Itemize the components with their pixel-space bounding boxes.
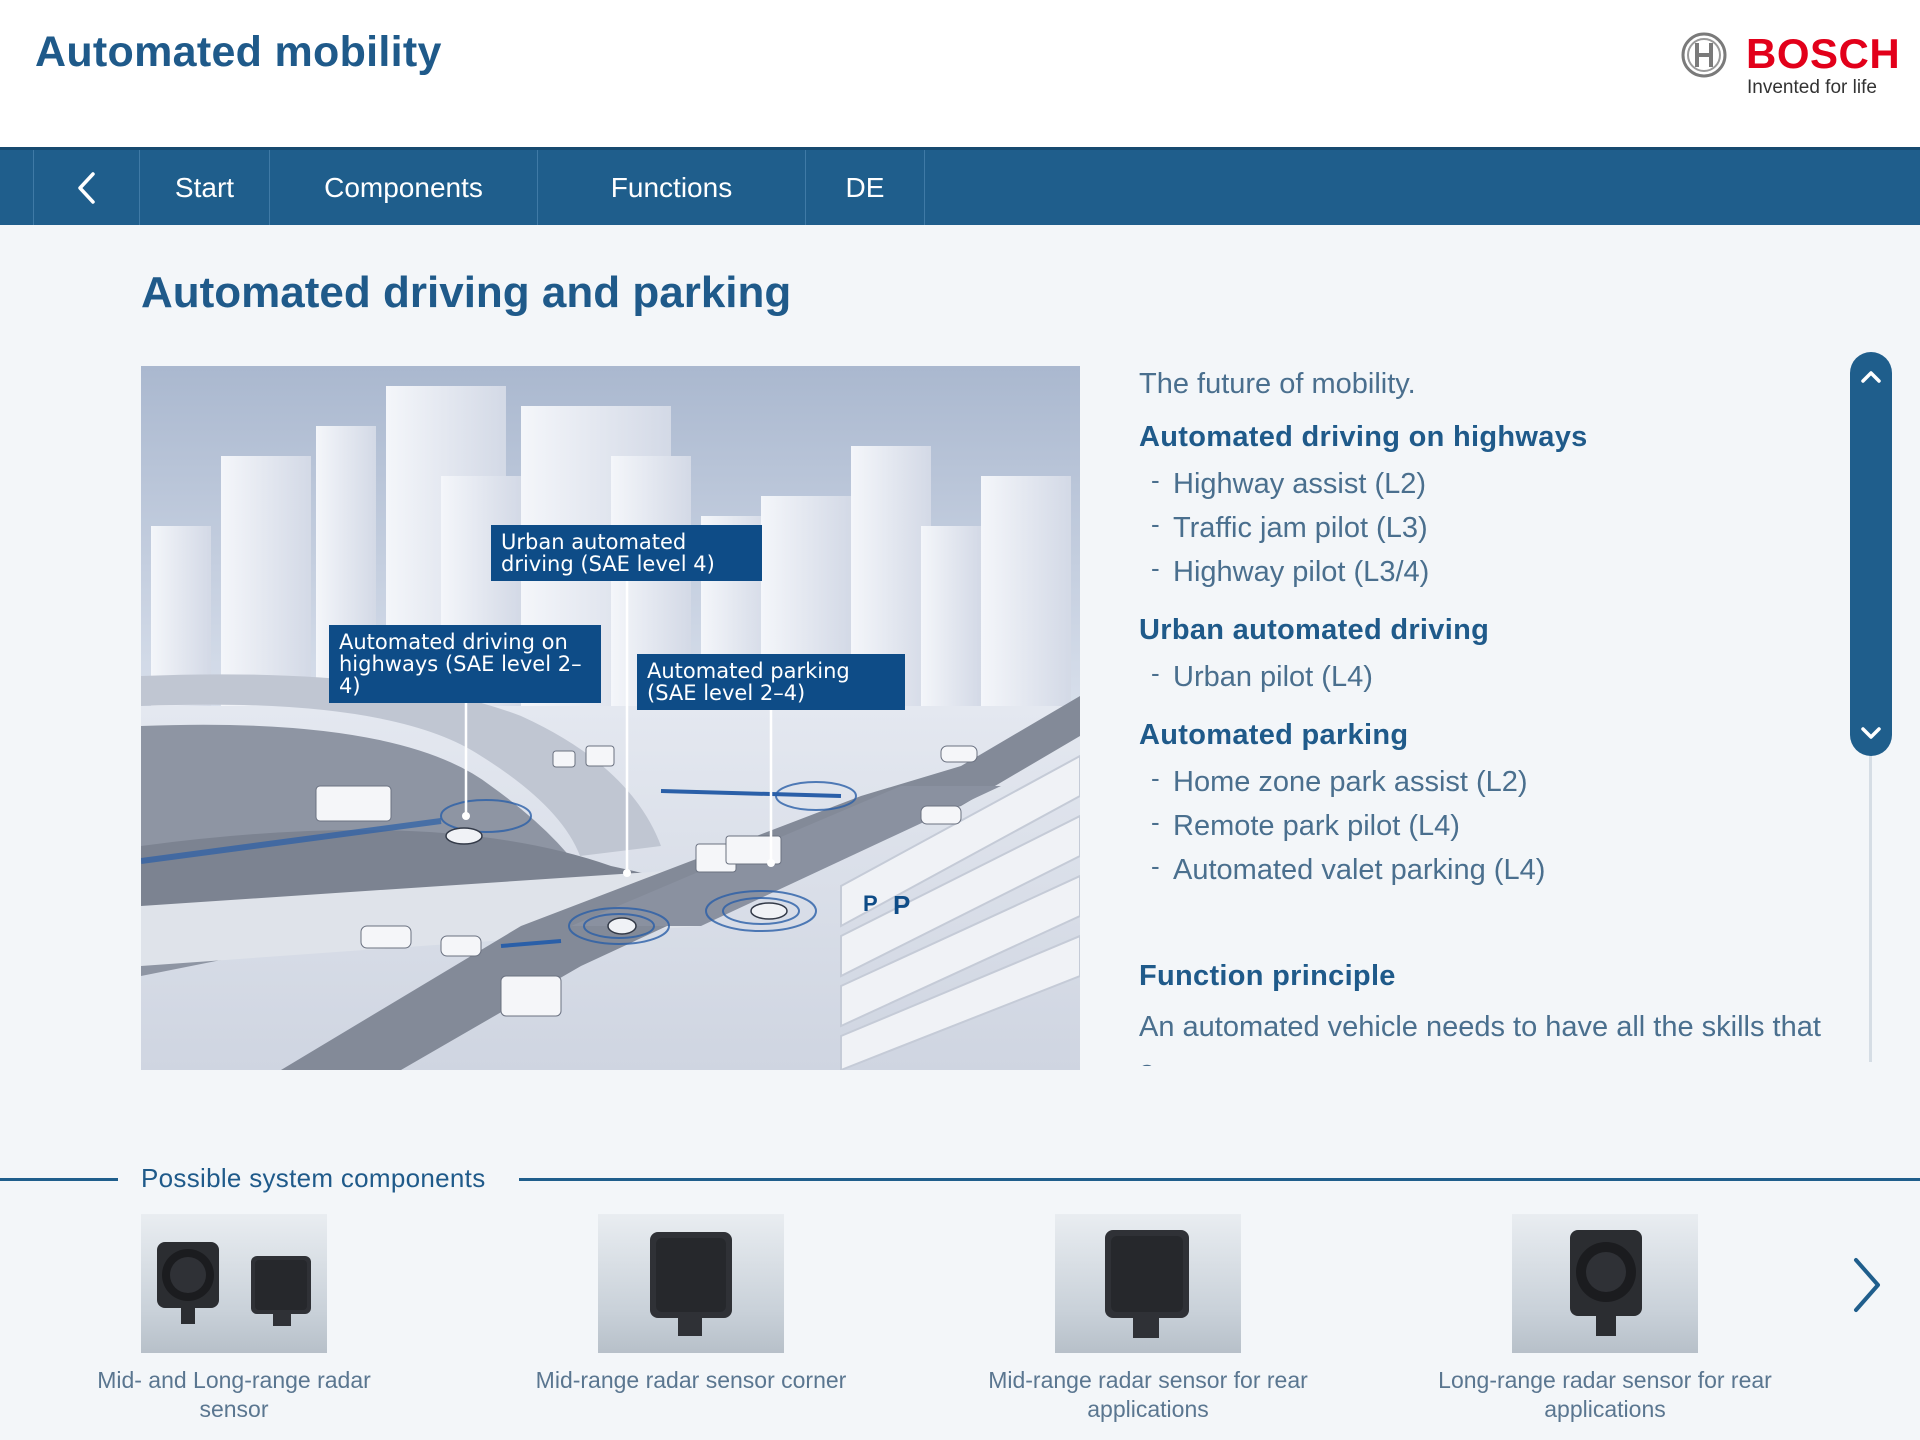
scroll-down-button[interactable] — [1850, 712, 1892, 754]
list-item: Urban pilot (L4) — [1139, 651, 1839, 699]
chevron-up-icon — [1861, 371, 1881, 383]
section-heading-urban: Urban automated driving — [1139, 614, 1490, 646]
automated-mobility-illustration: P P Urban automated driving (SAE level 4… — [141, 366, 1080, 1070]
callout-text: Automated parking (SAE level 2–4) — [647, 659, 850, 705]
callout-automated-parking: Automated parking (SAE level 2–4) — [637, 654, 905, 710]
callout-urban-driving: Urban automated driving (SAE level 4) — [491, 525, 762, 581]
bosch-armature-icon — [1681, 32, 1727, 78]
component-card[interactable]: Mid-range radar sensor for rear applicat… — [978, 1214, 1318, 1434]
component-label: Long-range radar sensor for rear applica… — [1438, 1367, 1772, 1422]
component-image — [1055, 1214, 1241, 1353]
brand-tagline: Invented for life — [1747, 77, 1877, 98]
callout-highway-driving: Automated driving on highways (SAE level… — [329, 625, 601, 703]
callout-text: Urban automated driving (SAE level 4) — [501, 530, 715, 576]
back-button[interactable] — [33, 150, 139, 225]
component-image — [141, 1214, 327, 1353]
nav-functions[interactable]: Functions — [537, 150, 805, 225]
component-card[interactable]: Mid- and Long-range radar sensor — [64, 1214, 404, 1434]
list-item: Automated valet parking (L4) — [1139, 844, 1839, 892]
scroll-thumb[interactable] — [1850, 352, 1892, 756]
app-title: Automated mobility — [35, 28, 442, 76]
component-card[interactable]: Long-range radar sensor for rear applica… — [1435, 1214, 1775, 1434]
parking-sign-label: P — [893, 890, 910, 920]
component-label: Mid- and Long-range radar sensor — [97, 1367, 371, 1422]
component-label: Mid-range radar sensor for rear applicat… — [988, 1367, 1308, 1422]
section-divider — [519, 1178, 1920, 1181]
nav-start[interactable]: Start — [139, 150, 269, 225]
app-header: Automated mobility BOSCH Invented for li… — [0, 0, 1920, 147]
nav-components[interactable]: Components — [269, 150, 537, 225]
chevron-left-icon — [77, 171, 95, 204]
section-heading-function-principle: Function principle — [1139, 960, 1396, 992]
component-image — [598, 1214, 784, 1353]
section-divider — [0, 1178, 118, 1181]
main-nav: Start Components Functions DE — [0, 147, 1920, 225]
component-image — [1512, 1214, 1698, 1353]
scroll-track[interactable] — [1869, 740, 1872, 1062]
section-heading-highways: Automated driving on highways — [1139, 421, 1588, 453]
intro-text: The future of mobility. — [1139, 368, 1416, 400]
chevron-right-icon — [1854, 1258, 1880, 1312]
list-item: Traffic jam pilot (L3) — [1139, 502, 1839, 550]
function-principle-text: An automated vehicle needs to have all t… — [1139, 1011, 1821, 1066]
list-item: Remote park pilot (L4) — [1139, 800, 1839, 848]
chevron-down-icon — [1861, 727, 1881, 739]
nav-language-de[interactable]: DE — [805, 150, 925, 225]
brand-name: BOSCH — [1746, 30, 1901, 77]
component-card[interactable]: Mid-range radar sensor corner — [521, 1214, 861, 1434]
list-item: Home zone park assist (L2) — [1139, 756, 1839, 804]
callout-text: Automated driving on highways (SAE level… — [339, 630, 582, 698]
list-item: Highway pilot (L3/4) — [1139, 546, 1839, 594]
components-heading: Possible system components — [141, 1163, 486, 1193]
parking-sign-label: P — [863, 891, 878, 916]
components-next-button[interactable] — [1846, 1255, 1886, 1315]
function-description-panel[interactable]: The future of mobility. Automated drivin… — [1139, 366, 1839, 1066]
page-title: Automated driving and parking — [141, 268, 792, 317]
component-label: Mid-range radar sensor corner — [535, 1367, 847, 1393]
bosch-logo: BOSCH Invented for life — [1680, 28, 1900, 103]
section-heading-parking: Automated parking — [1139, 719, 1409, 751]
scroll-up-button[interactable] — [1850, 356, 1892, 398]
list-item: Highway assist (L2) — [1139, 458, 1839, 506]
